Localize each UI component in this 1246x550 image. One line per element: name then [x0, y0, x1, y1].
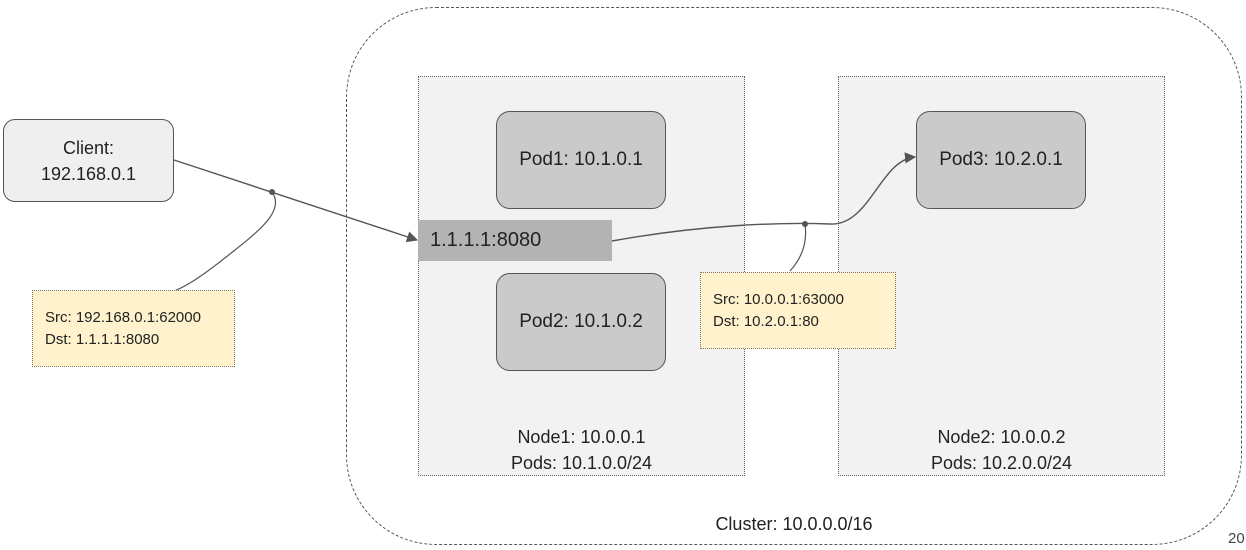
note1-dst: Dst: 1.1.1.1:8080 — [45, 330, 160, 348]
client-to-service-arrow — [173, 159, 419, 243]
client-ip: 192.168.0.1 — [40, 163, 137, 184]
node2-label: Node2: 10.0.0.2 Pods: 10.2.0.0/24 — [838, 424, 1165, 476]
pod1-label: Pod1: 10.1.0.1 — [519, 149, 643, 170]
client-box: Client: 192.168.0.1 — [3, 119, 174, 202]
node1-pods: Pods: 10.1.0.0/24 — [510, 453, 653, 473]
service-label: 1.1.1.1:8080 — [430, 229, 542, 251]
cluster-label: Cluster: 10.0.0.0/16 — [715, 514, 873, 534]
pod3-label: Pod3: 10.2.0.1 — [939, 149, 1063, 170]
node2-name: Node2: 10.0.0.2 — [937, 427, 1066, 447]
pod2-box: Pod2: 10.1.0.2 — [496, 273, 666, 371]
note2-src: Src: 10.0.0.1:63000 — [713, 290, 844, 308]
note1-callout-line — [173, 191, 277, 292]
client-title: Client: — [62, 137, 115, 158]
node1-name: Node1: 10.0.0.1 — [517, 427, 646, 447]
pod1-box: Pod1: 10.1.0.1 — [496, 111, 666, 209]
pod3-box: Pod3: 10.2.0.1 — [916, 111, 1086, 209]
service-to-pod3-arrow — [611, 152, 917, 242]
service-endpoint: 1.1.1.1:8080 — [418, 220, 612, 261]
note1-src: Src: 192.168.0.1:62000 — [45, 308, 201, 326]
note2-callout-line — [789, 223, 807, 272]
page-number: 20 — [1228, 530, 1245, 547]
node2-pods: Pods: 10.2.0.0/24 — [930, 453, 1073, 473]
node1-label: Node1: 10.0.0.1 Pods: 10.1.0.0/24 — [418, 424, 745, 476]
cluster-boundary — [346, 7, 1242, 545]
packet-note-client: Src: 192.168.0.1:62000 Dst: 1.1.1.1:8080 — [32, 290, 235, 367]
note2-dst: Dst: 10.2.0.1:80 — [713, 312, 819, 330]
pod2-label: Pod2: 10.1.0.2 — [519, 311, 643, 332]
packet-note-node: Src: 10.0.0.1:63000 Dst: 10.2.0.1:80 — [700, 272, 896, 349]
